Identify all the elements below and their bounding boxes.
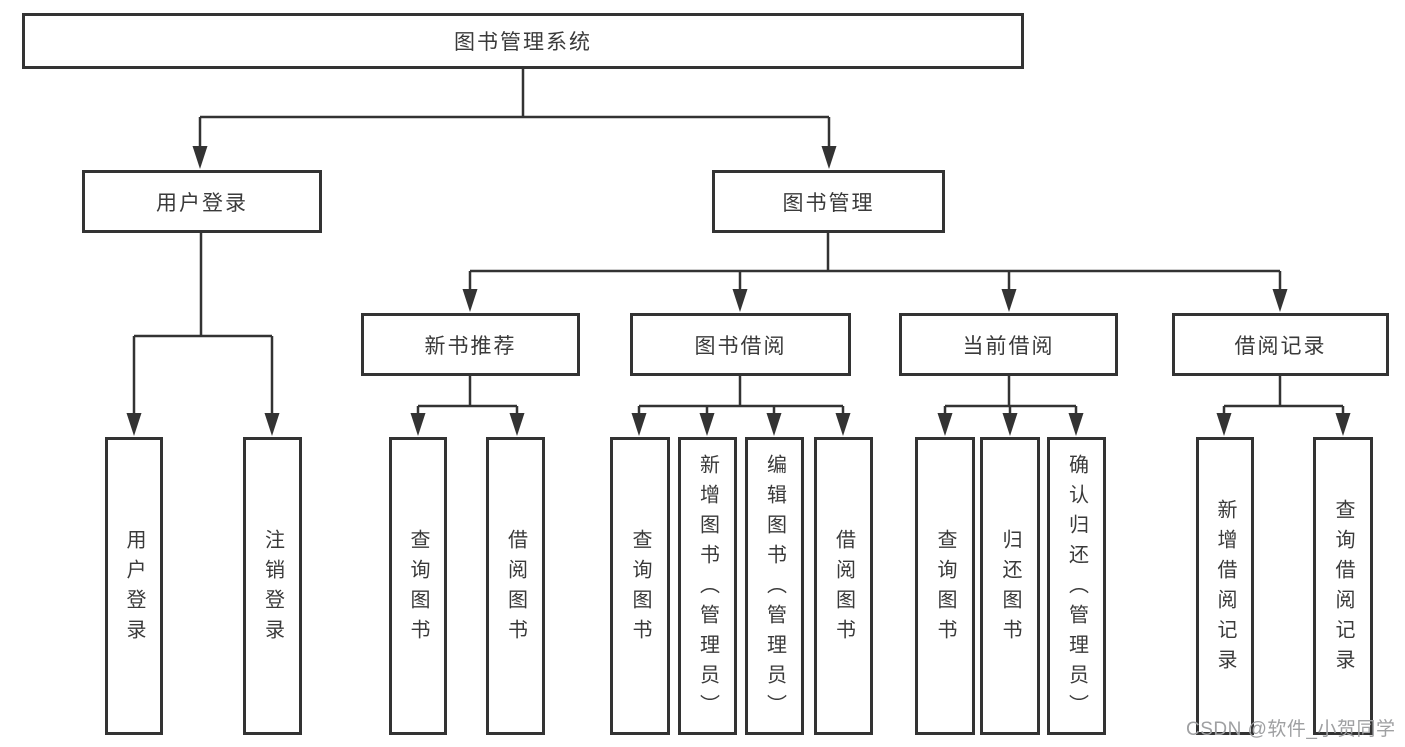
leaf-query-books-current: 查询图书	[915, 437, 975, 735]
leaf-label: 注销登录	[261, 529, 284, 649]
node-label: 图书管理系统	[454, 31, 592, 54]
leaf-label: 借阅图书	[504, 529, 527, 649]
node-new-book-recommendation: 新书推荐	[361, 313, 580, 376]
leaf-return-books: 归还图书	[980, 437, 1040, 735]
leaf-label: 查询借阅记录	[1332, 499, 1354, 679]
leaf-add-book-admin: 新增图书（管理员）	[678, 437, 737, 735]
csdn-watermark: CSDN @软件_小贺同学	[1186, 719, 1396, 740]
leaf-label: 新增借阅记录	[1214, 499, 1236, 679]
leaf-borrow-books-recommend: 借阅图书	[486, 437, 545, 735]
leaf-label: 用户登录	[123, 529, 145, 649]
node-label: 图书管理	[782, 191, 875, 215]
leaf-user-login: 用户登录	[105, 437, 163, 735]
leaf-label: 归还图书	[999, 529, 1021, 649]
node-user-login: 用户登录	[82, 170, 322, 233]
leaf-query-books-borrowing: 查询图书	[610, 437, 670, 735]
node-book-borrowing: 图书借阅	[630, 313, 851, 376]
node-label: 当前借阅	[962, 334, 1055, 358]
node-library-management-system: 图书管理系统	[22, 13, 1024, 69]
leaf-label: 查询图书	[629, 529, 651, 649]
leaf-borrow-books-borrowing: 借阅图书	[814, 437, 873, 735]
leaf-label: 确认归还（管理员）	[1065, 454, 1088, 724]
leaf-add-borrow-record: 新增借阅记录	[1196, 437, 1254, 735]
leaf-label: 新增图书（管理员）	[696, 454, 719, 724]
node-label: 新书推荐	[424, 334, 517, 358]
leaf-label: 查询图书	[934, 529, 956, 649]
node-book-management: 图书管理	[712, 170, 945, 233]
leaf-label: 编辑图书（管理员）	[763, 454, 786, 724]
node-label: 借阅记录	[1234, 334, 1327, 358]
leaf-label: 查询图书	[407, 529, 429, 649]
node-label: 图书借阅	[694, 334, 787, 358]
node-borrow-records: 借阅记录	[1172, 313, 1389, 376]
arrowheads	[126, 146, 1351, 436]
node-label: 用户登录	[156, 191, 248, 215]
leaf-logout: 注销登录	[243, 437, 302, 735]
leaf-edit-book-admin: 编辑图书（管理员）	[745, 437, 804, 735]
leaf-confirm-return-admin: 确认归还（管理员）	[1047, 437, 1106, 735]
node-current-borrowing: 当前借阅	[899, 313, 1118, 376]
leaf-label: 借阅图书	[832, 529, 855, 649]
leaf-query-borrow-record: 查询借阅记录	[1313, 437, 1373, 735]
leaf-query-books-recommend: 查询图书	[389, 437, 447, 735]
